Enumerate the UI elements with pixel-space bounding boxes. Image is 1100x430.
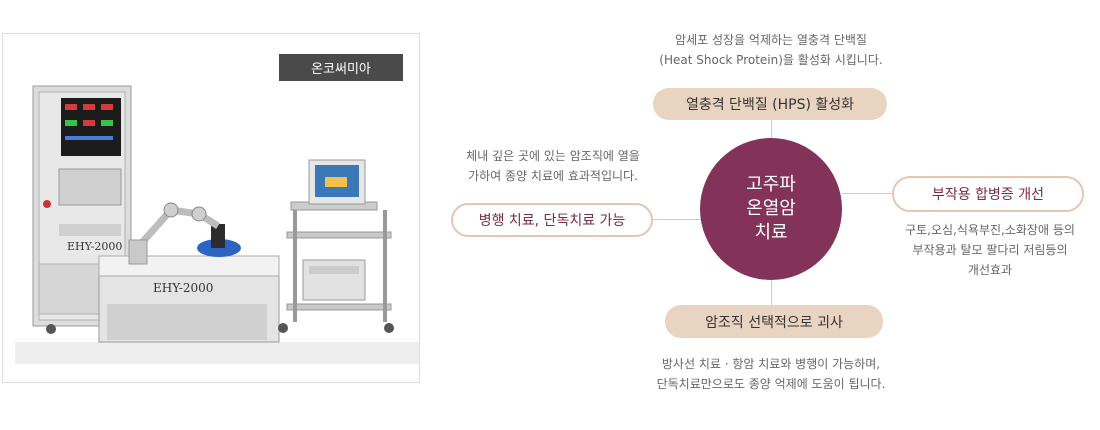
top-description-line1: 암세포 성장을 억제하는 열충격 단백질 [675,33,867,47]
left-description-line1: 체내 깊은 곳에 있는 암조직에 열을 [466,149,640,163]
product-photo: EHY-2000 EHY-2000 온코써미아 [2,33,420,383]
connector-top [771,120,772,140]
right-description-line1: 구토,오심,식욕부진,소화장애 등의 [905,223,1075,237]
hub-line2: 온열암 [746,198,796,219]
heat-shock-protein-pill: 열충격 단백질 (HPS) 활성화 [653,88,887,120]
bottom-description-line2: 단독치료만으로도 종양 억제에 도움이 됩니다. [656,377,886,391]
right-description-line2: 부작용과 탈모 팔다리 저림등의 [912,243,1068,257]
right-description-line3: 개선효과 [967,263,1013,277]
connector-right [842,193,892,194]
bottom-description: 방사선 치료 · 항암 치료와 병행이 가능하며, 단독치료만으로도 종양 억제… [640,354,902,394]
connector-bottom [771,280,772,306]
selective-necrosis-pill: 암조직 선택적으로 괴사 [665,305,883,338]
hyperthermia-machine-illustration: EHY-2000 EHY-2000 [32,85,394,343]
hub-line1: 고주파 [746,174,796,195]
top-description: 암세포 성장을 억제하는 열충격 단백질 (Heat Shock Protein… [640,30,902,70]
bed-model-text: EHY-2000 [153,281,213,295]
left-description-line2: 가하여 종양 치료에 효과적입니다. [468,169,638,183]
bottom-description-line1: 방사선 치료 · 항암 치료와 병행이 가능하며, [661,357,881,371]
left-description: 체내 깊은 곳에 있는 암조직에 열을 가하여 종양 치료에 효과적입니다. [440,146,666,186]
therapy-hub-circle: 고주파 온열암 치료 [700,138,842,280]
cabinet-model-text: EHY-2000 [67,240,122,253]
product-name-badge: 온코써미아 [279,54,403,81]
photo-floor-shadow [15,342,419,364]
connector-left [653,219,701,220]
top-description-line2: (Heat Shock Protein)을 활성화 시킵니다. [659,53,883,67]
side-effect-improvement-pill: 부작용 합병증 개선 [892,176,1084,212]
combined-therapy-pill: 병행 치료, 단독치료 가능 [451,203,653,237]
right-description: 구토,오심,식욕부진,소화장애 등의 부작용과 탈모 팔다리 저림등의 개선효과 [888,220,1092,280]
hub-line3: 치료 [754,222,788,243]
